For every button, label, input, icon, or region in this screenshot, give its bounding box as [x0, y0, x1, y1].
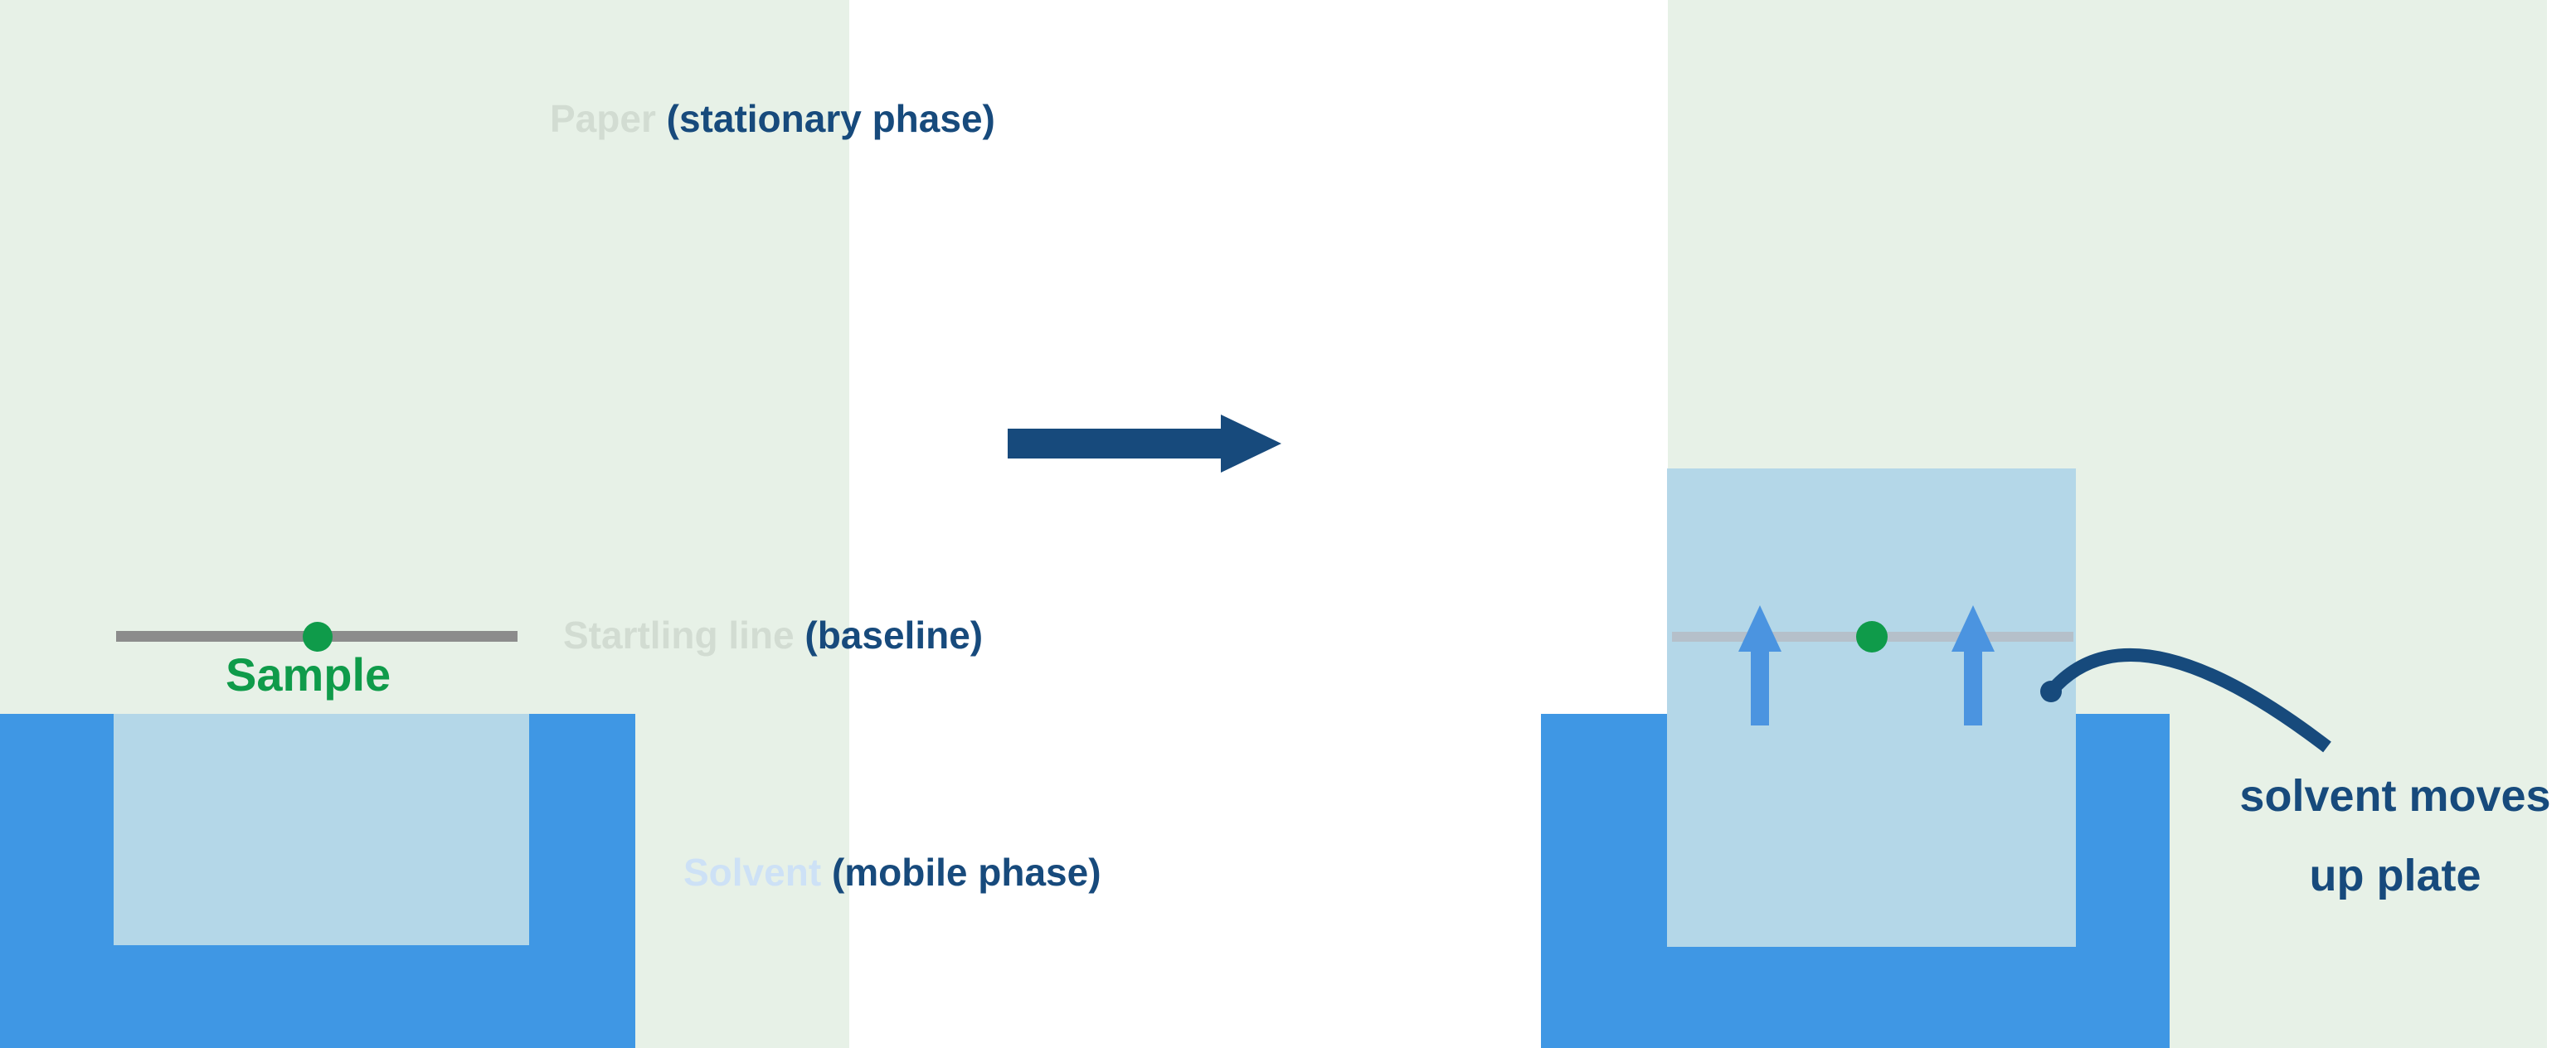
label-solvent: Solvent	[683, 851, 822, 894]
label-paper-spacer	[656, 97, 667, 140]
label-starting-line: Startling line	[563, 614, 795, 657]
label-baseline-row: Startling line (baseline)	[563, 616, 983, 654]
process-right-arrow-icon	[1008, 415, 1281, 473]
chromatography-paper-strip	[1667, 468, 2076, 947]
solvent-moves-annotation: solvent moves up plate	[2229, 756, 2561, 915]
label-mobile-phase: (mobile phase)	[831, 851, 1101, 894]
label-paper: Paper	[550, 97, 656, 140]
up-arrow-icon-right	[1951, 605, 1995, 725]
solvent-moves-line1: solvent moves	[2239, 771, 2551, 821]
up-arrow-icon-left	[1738, 605, 1781, 725]
sample-dot-left	[303, 622, 333, 652]
label-solvent-row: Solvent (mobile phase)	[683, 853, 1101, 891]
solvent-rise-curve-icon	[2040, 648, 2331, 753]
label-stationary-phase: (stationary phase)	[666, 97, 995, 140]
label-solvent-spacer	[821, 851, 832, 894]
sample-label: Sample	[226, 648, 391, 701]
sample-dot-right	[1856, 621, 1888, 653]
label-paper-row: Paper (stationary phase)	[550, 99, 995, 138]
label-baseline: (baseline)	[804, 614, 984, 657]
label-baseline-spacer	[795, 614, 805, 657]
solvent-moves-line2: up plate	[2309, 851, 2481, 900]
left-beaker-solvent-surface	[114, 714, 529, 945]
